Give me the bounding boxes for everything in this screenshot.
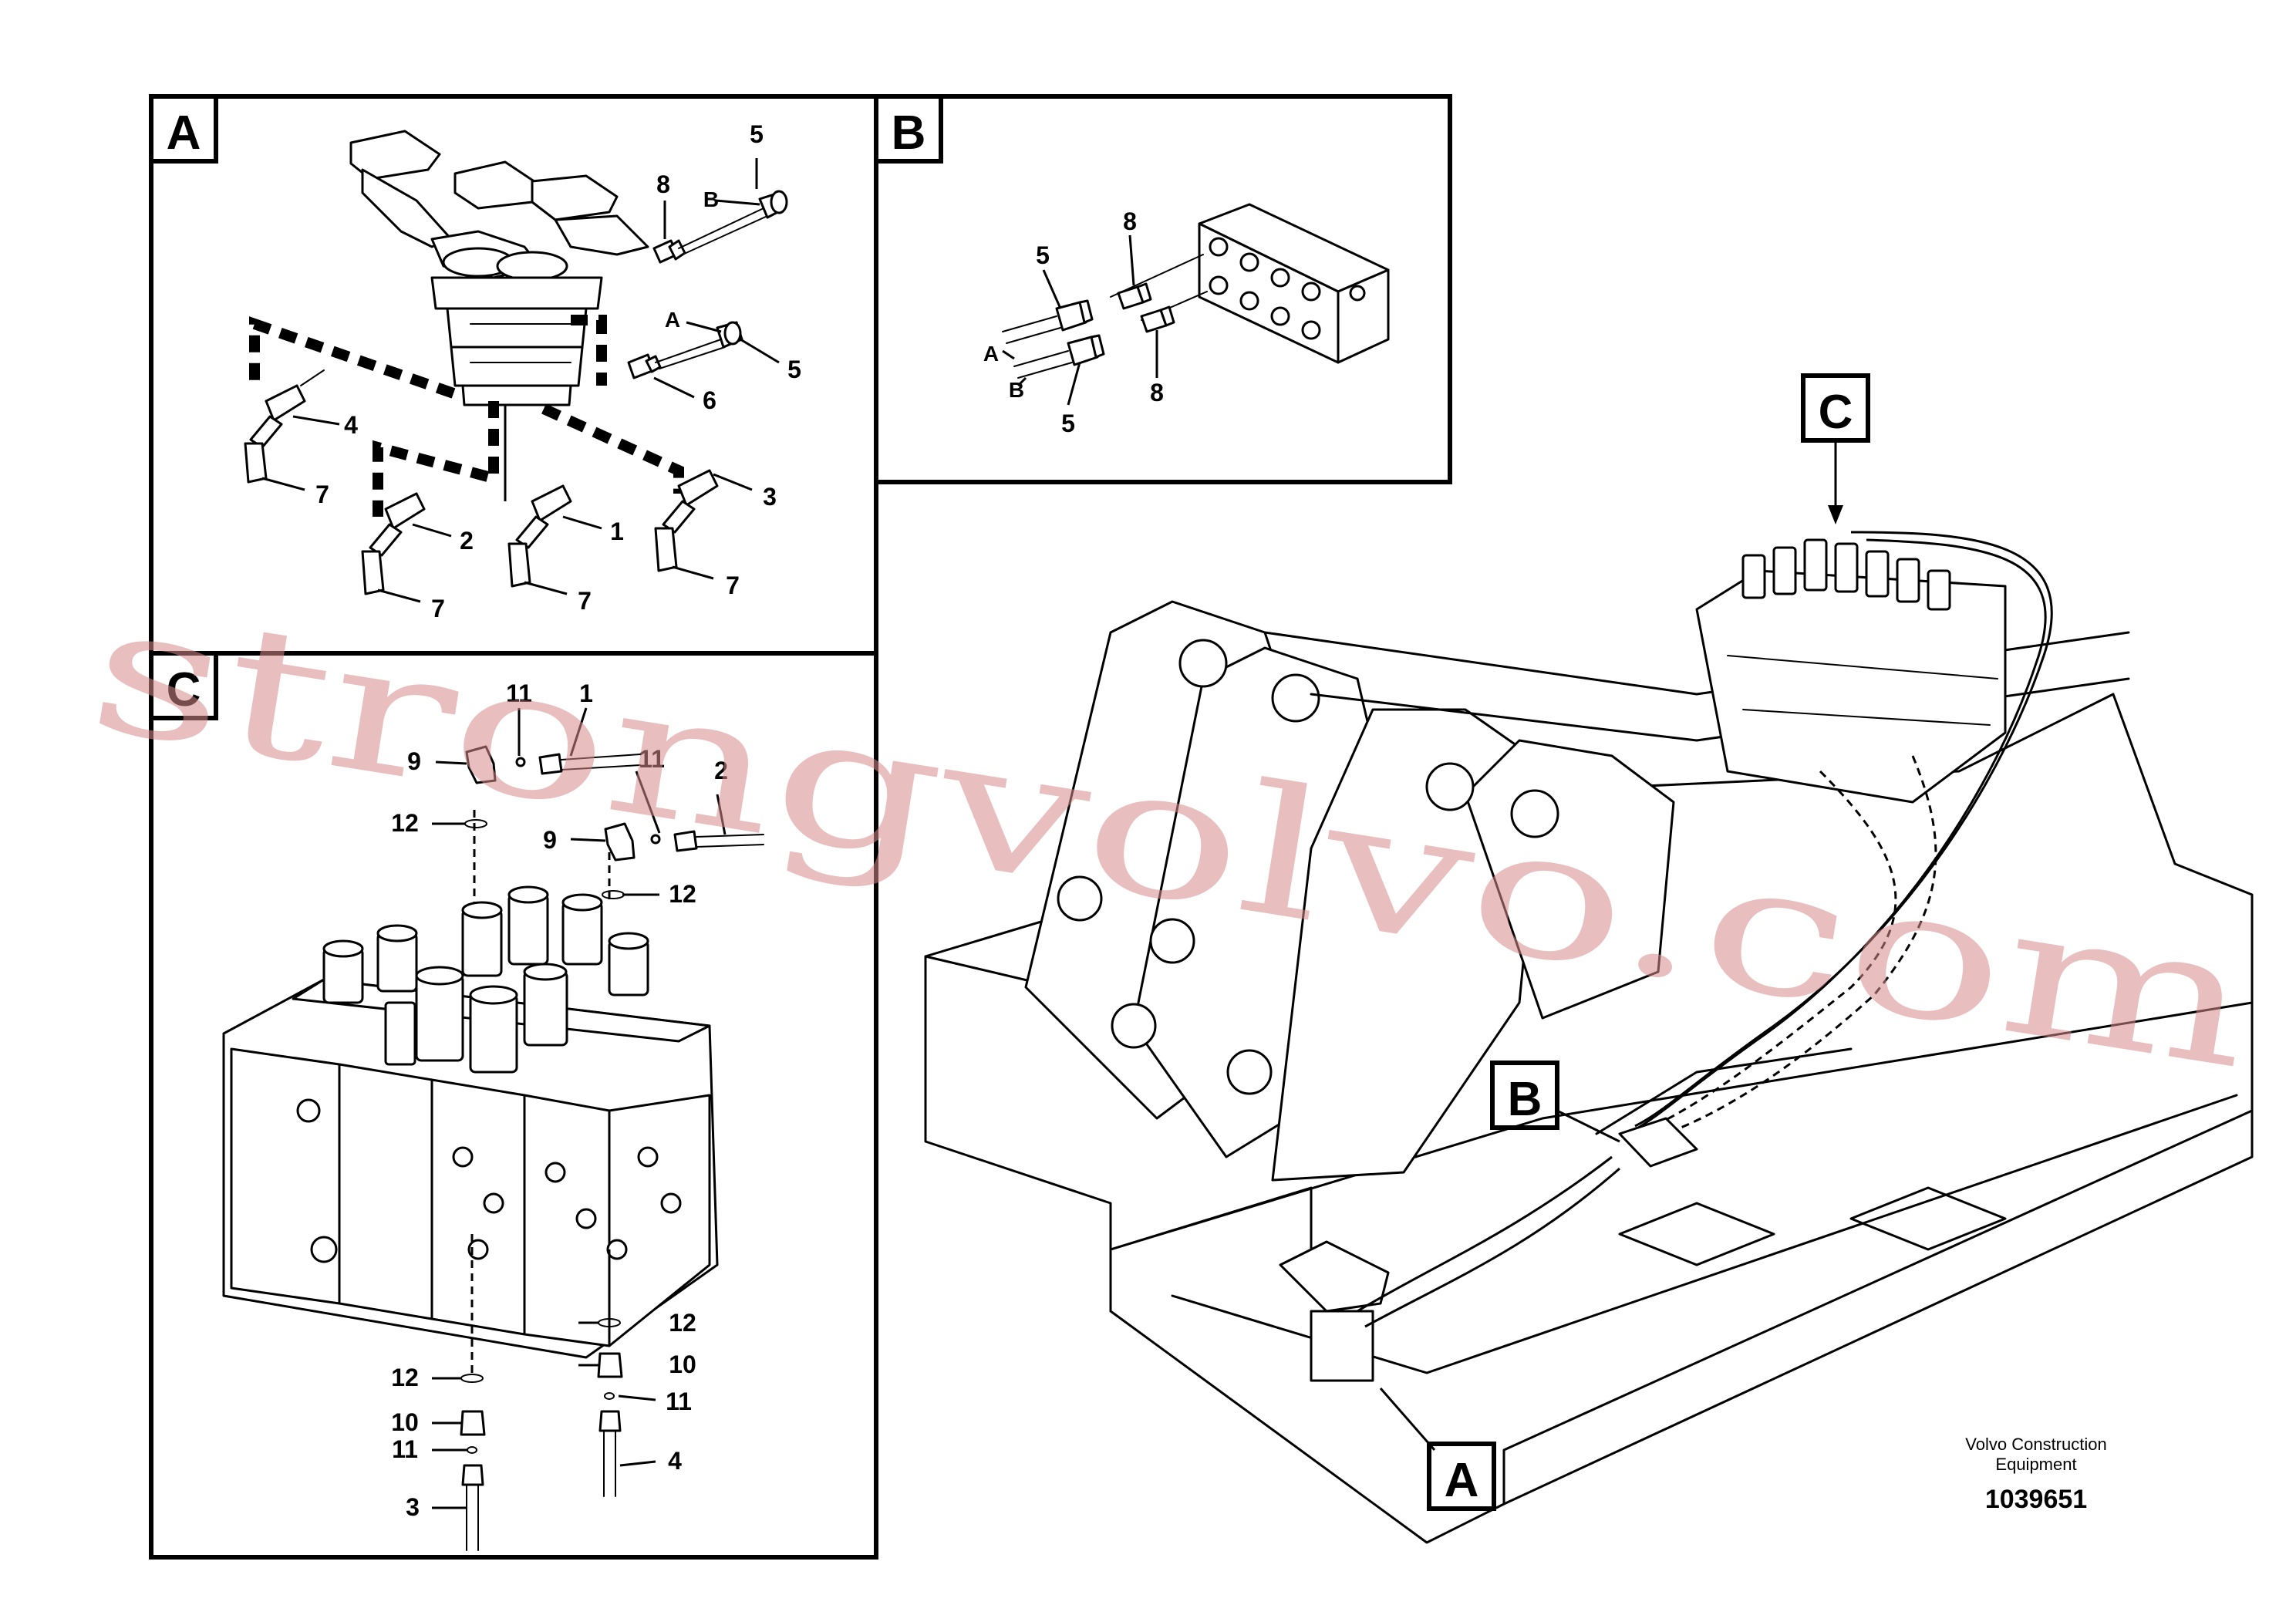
hose-dashed-2 <box>373 401 499 517</box>
callout-a-2: 2 <box>460 527 474 555</box>
fitting-group-3 <box>654 469 719 572</box>
overview-manifold <box>1618 1117 1698 1168</box>
overview-hose-dash-1 <box>1634 770 1897 1135</box>
callout-a-7-third: 7 <box>578 587 592 615</box>
panel-b-letter-box <box>874 94 943 164</box>
overview-tag-c: C <box>1819 386 1853 439</box>
callout-a-port-b: B <box>703 187 719 211</box>
panel-a-letter: A <box>167 106 201 160</box>
fitting-9-upper <box>465 745 641 784</box>
callout-b-8-top: 8 <box>1123 207 1137 235</box>
callout-a-7-second: 7 <box>431 595 445 622</box>
callout-c-9-top: 9 <box>407 747 421 775</box>
callout-c-12-top: 12 <box>391 809 419 837</box>
fitting-group-mid <box>627 321 743 379</box>
panel-b-frame <box>874 94 1452 484</box>
bottom-fittings-left <box>460 1374 486 1551</box>
overview-tag-a-box <box>1427 1442 1496 1511</box>
callout-b-5-bottom: 5 <box>1061 410 1075 437</box>
overview-hose-1 <box>1634 531 2053 1128</box>
callout-b-port-b: B <box>1009 378 1024 402</box>
bottom-fittings-right <box>597 1318 623 1497</box>
callout-c-11-left: 11 <box>392 1435 418 1463</box>
callout-a-3: 3 <box>763 483 777 511</box>
panel-c: C <box>149 651 878 1560</box>
callout-c-4: 4 <box>668 1447 682 1475</box>
overview-hose-pilot-1 <box>1357 1155 1613 1313</box>
fitting-group-2 <box>361 492 426 595</box>
overview-tag-b-leader <box>1556 1109 1620 1143</box>
panel-c-frame <box>149 651 878 1560</box>
panel-b-letter: B <box>892 106 926 160</box>
callout-a-5-top: 5 <box>750 120 764 148</box>
callout-c-11-right: 11 <box>666 1388 692 1415</box>
callout-a-1: 1 <box>610 518 624 545</box>
overview-tag-b: B <box>1508 1073 1542 1126</box>
hose-fitting-upper <box>1002 254 1204 344</box>
overview-tag-b-box <box>1490 1061 1559 1130</box>
callout-b-8-bottom: 8 <box>1150 379 1164 406</box>
caption-number: 1039651 <box>1985 1485 2087 1514</box>
overview-tag-a-leader <box>1379 1388 1436 1451</box>
oring-12-mid <box>602 890 625 899</box>
callout-a-8: 8 <box>656 170 670 198</box>
panel-a-letter-box <box>149 94 218 164</box>
caption-line-2: Equipment <box>1995 1455 2076 1474</box>
hose-dashed-6 <box>571 315 607 386</box>
panel-b: B <box>874 94 1452 484</box>
callout-b-5-top: 5 <box>1036 241 1050 269</box>
control-valve-drawing <box>222 885 719 1359</box>
callout-c-3: 3 <box>406 1493 420 1521</box>
callout-c-11-top: 11 <box>506 679 532 707</box>
hose-dashed-4 <box>249 316 456 399</box>
hose-dashed-3 <box>541 403 684 494</box>
callout-b-port-a: A <box>983 342 999 366</box>
overview-hose-dash-2 <box>1642 755 1937 1143</box>
callout-a-5-mid: 5 <box>787 356 801 383</box>
overview-hose-pilot-2 <box>1364 1167 1620 1328</box>
callout-a-7-right: 7 <box>726 572 740 599</box>
overview-drawing: C B A <box>924 373 2254 1544</box>
overview-control-valve <box>1695 538 2007 804</box>
callout-c-12-right: 12 <box>669 1309 696 1337</box>
callout-a-4: 4 <box>344 411 358 439</box>
overview-tag-c-arrow <box>1828 505 1843 524</box>
callout-c-10-right: 10 <box>669 1351 696 1378</box>
callout-a-7-left: 7 <box>315 481 329 508</box>
overview-pilot-valve <box>1279 1240 1390 1382</box>
callout-a-6: 6 <box>703 386 716 414</box>
callout-c-2: 2 <box>714 757 728 784</box>
callout-c-1: 1 <box>579 679 593 707</box>
panel-a: A <box>149 94 878 656</box>
caption-line-1: Volvo Construction <box>1965 1435 2106 1454</box>
pilot-valve-drawing <box>349 130 649 406</box>
overview-hose-2 <box>1627 538 2047 1135</box>
callout-c-9-second: 9 <box>543 826 557 854</box>
panel-c-letter: C <box>167 663 201 717</box>
overview-tag-a: A <box>1445 1454 1479 1507</box>
callout-c-12-left: 12 <box>391 1364 419 1391</box>
hose-fitting-lower <box>1013 291 1208 379</box>
fitting-group-1 <box>507 484 572 588</box>
callout-a-port-a: A <box>665 308 680 332</box>
fitting-group-left <box>244 369 325 484</box>
manifold-block <box>1198 203 1390 364</box>
callout-c-12-second: 12 <box>669 880 696 908</box>
callout-c-11-second: 11 <box>639 745 665 773</box>
panel-c-letter-box <box>149 651 218 720</box>
fitting-group-upper <box>652 190 788 264</box>
fitting-9-lower <box>604 822 764 862</box>
callout-c-10-left: 10 <box>391 1408 419 1436</box>
